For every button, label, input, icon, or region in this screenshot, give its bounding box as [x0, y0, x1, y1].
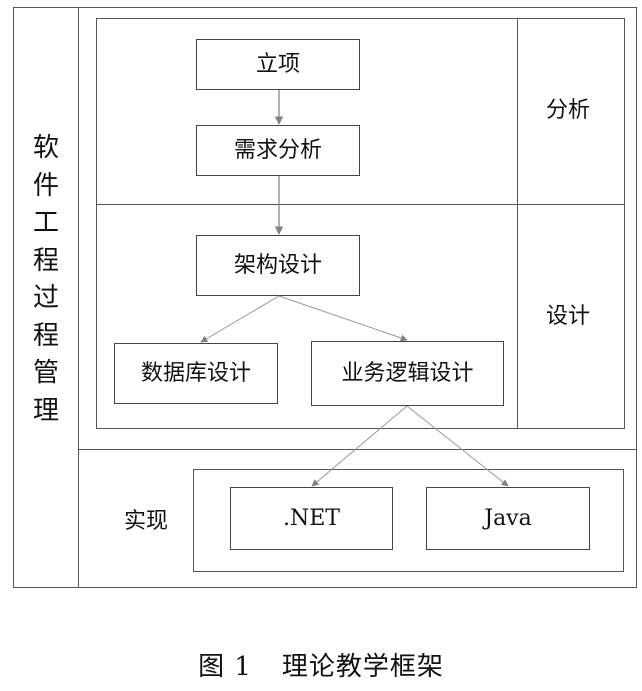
side-title-char: 程	[32, 245, 59, 276]
step-box-architecture: 架构设计	[196, 235, 360, 296]
arrow-architecture-to-business-logic	[278, 295, 408, 342]
upper-section-divider	[78, 449, 637, 450]
side-title-char: 程	[32, 320, 59, 351]
side-title-char: 件	[32, 170, 59, 201]
phase-column-divider	[517, 18, 518, 429]
phase-label-analysis: 分析	[546, 98, 591, 123]
side-title: 软 件 工 程 过 程 管 理	[14, 130, 78, 430]
figure-caption: 图 1 理论教学框架	[0, 646, 642, 683]
side-title-char: 管	[32, 358, 59, 388]
platform-box-dotnet: .NET	[230, 487, 393, 550]
analysis-design-panel	[96, 18, 625, 429]
arrow-architecture-to-database	[200, 295, 280, 343]
platform-box-java: Java	[426, 487, 590, 550]
step-box-initiation: 立项	[196, 39, 360, 90]
side-title-char: 工	[32, 208, 59, 238]
step-box-business-logic: 业务逻辑设计	[311, 341, 504, 406]
outer-frame	[13, 7, 637, 588]
figure-number: 图 1	[198, 652, 252, 682]
side-column-divider	[78, 7, 79, 588]
side-title-char: 过	[32, 283, 59, 313]
phase-label-design: 设计	[546, 304, 591, 329]
phase-label-implementation: 实现	[124, 509, 169, 534]
arrow-business-logic-to-dotnet	[311, 405, 408, 487]
analysis-design-divider	[96, 204, 625, 205]
implementation-panel	[193, 469, 624, 572]
side-title-char: 软	[32, 133, 59, 163]
step-box-database: 数据库设计	[114, 343, 278, 404]
side-title-char: 理	[32, 395, 59, 426]
arrow-business-logic-to-java	[406, 405, 509, 487]
step-box-requirements: 需求分析	[196, 125, 360, 176]
figure-title: 理论教学框架	[281, 652, 444, 682]
